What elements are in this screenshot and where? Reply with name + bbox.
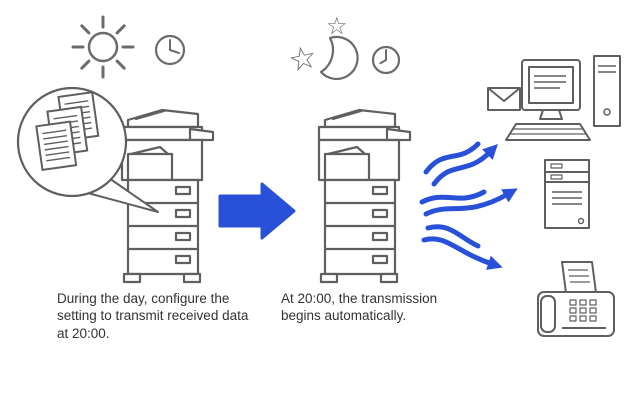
caption-middle: At 20:00, the transmission begins automa… [281, 291, 438, 324]
tower-icon [593, 55, 621, 127]
computer-illustration [487, 55, 621, 141]
moon-icon [319, 35, 359, 81]
sun-icon [71, 15, 135, 79]
copier-night-illustration [317, 108, 412, 284]
fax-keypad [569, 299, 597, 322]
fax-paper [561, 261, 597, 294]
star-icon: ☆ [285, 37, 321, 80]
documents-magnifier-callout [16, 86, 159, 213]
transmit-arrow-to-computer [423, 141, 498, 187]
clock-night-icon [371, 45, 401, 75]
monitor-icon [521, 59, 581, 120]
transition-arrow-icon [218, 182, 296, 240]
envelope-icon [487, 87, 521, 111]
fax-handset [540, 295, 556, 333]
fax-illustration [537, 261, 615, 337]
transmit-arrow-to-server [419, 188, 518, 217]
server-illustration [544, 159, 590, 229]
transmit-arrow-to-fax [421, 224, 503, 270]
caption-left: During the day, configure the setting to… [57, 291, 249, 341]
star-icon: ☆ [326, 12, 348, 40]
clock-day-icon [154, 34, 186, 66]
keyboard-icon [505, 123, 591, 141]
